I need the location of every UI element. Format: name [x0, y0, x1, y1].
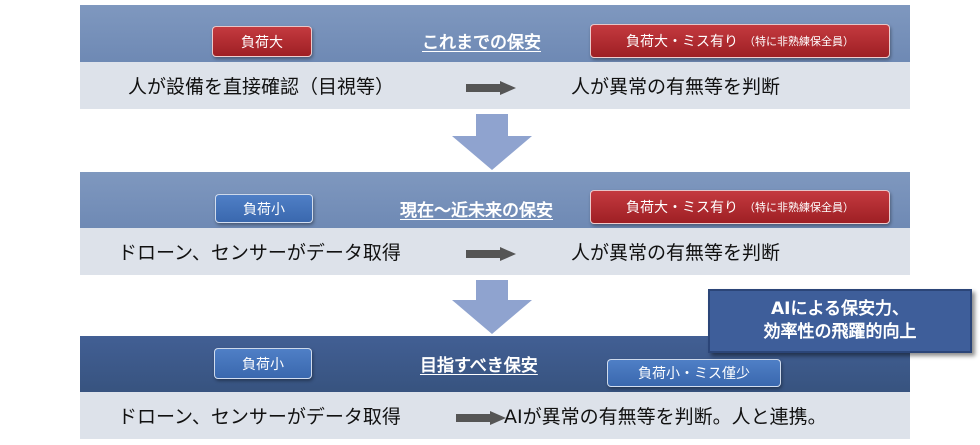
- stage1-step1-text: 人が設備を直接確認（目視等）: [128, 76, 395, 98]
- stage3-result-badge: 負荷小・ミス僅少: [607, 359, 781, 387]
- ai-callout-line1: AIによる保安力、: [771, 299, 909, 319]
- stage3-step1-text: ドローン、センサーがデータ取得: [118, 406, 401, 428]
- stage3-title: 目指すべき保安: [420, 356, 538, 376]
- stage-transition-1-down-arrow-icon: [452, 114, 532, 170]
- ai-callout-line2: 効率性の飛躍的向上: [763, 322, 917, 342]
- stage1-result-badge-main: 負荷大・ミス有り: [626, 34, 738, 50]
- stage2-step1-text: ドローン、センサーがデータ取得: [118, 242, 401, 264]
- stage2-result-badge-note: （特に非熟練保全員）: [744, 201, 854, 214]
- stage3-workload-badge: 負荷小: [214, 348, 312, 379]
- stage2-workload-badge: 負荷小: [215, 194, 313, 223]
- stage-transition-2-down-arrow-icon: [452, 280, 532, 334]
- stage2-title: 現在〜近未来の保安: [400, 201, 553, 221]
- stage1-workload-badge: 負荷大: [212, 26, 312, 57]
- stage1-step2-text: 人が異常の有無等を判断: [571, 76, 781, 98]
- stage2-result-badge-main: 負荷大・ミス有り: [626, 200, 738, 216]
- stage1-result-badge-note: （特に非熟練保全員）: [744, 35, 854, 48]
- stage2-result-badge: 負荷大・ミス有り （特に非熟練保全員）: [590, 190, 890, 224]
- stage1-result-badge: 負荷大・ミス有り （特に非熟練保全員）: [590, 24, 890, 58]
- stage2-right-arrow-icon: [466, 247, 516, 261]
- stage2-step2-text: 人が異常の有無等を判断: [571, 242, 781, 264]
- stage3-step2-text: AIが異常の有無等を判断。人と連携。: [504, 406, 827, 428]
- ai-callout-box: AIによる保安力、 効率性の飛躍的向上: [708, 289, 972, 353]
- stage3-right-arrow-icon: [456, 411, 506, 425]
- stage1-right-arrow-icon: [466, 81, 516, 95]
- stage1-title: これまでの保安: [422, 33, 541, 53]
